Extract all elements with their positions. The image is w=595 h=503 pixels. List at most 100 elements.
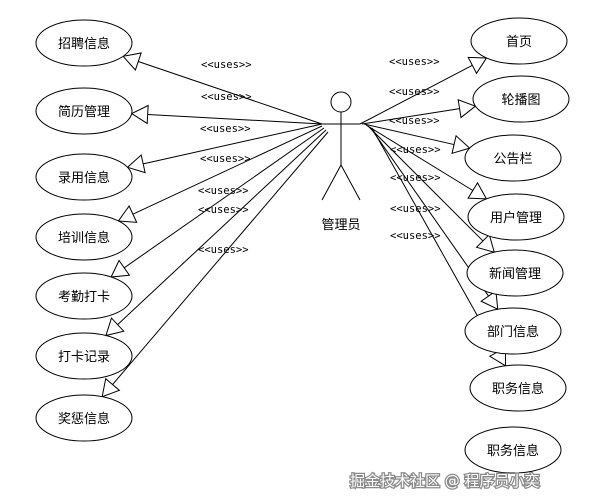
uses-labels: <<uses>> <<uses>> <<uses>> <<uses>> <<uses>>… (198, 56, 441, 256)
association-left-5 (110, 127, 325, 278)
uses-label-left-5: <<uses>> (198, 185, 249, 197)
use-case-right-4-label: 用户管理 (490, 210, 542, 226)
use-case-right-8: 职务信息 (464, 426, 562, 474)
use-case-right-6: 部门信息 (464, 307, 562, 355)
association-left-5-line (123, 127, 325, 269)
use-case-left-6-ellipse (35, 332, 133, 380)
association-left-7-line (112, 131, 329, 385)
use-case-left-5-ellipse (35, 272, 133, 320)
use-case-left-5: 考勤打卡 (35, 272, 133, 320)
association-left-1 (122, 52, 323, 125)
use-case-right-4-ellipse (467, 193, 565, 241)
uses-label-right-1: <<uses>> (389, 56, 440, 68)
use-case-right-4: 用户管理 (467, 193, 565, 241)
use-case-left-4: 培训信息 (35, 213, 133, 261)
uses-label-left-7: <<uses>> (198, 244, 249, 256)
use-case-right-2-label: 轮播图 (501, 93, 540, 108)
association-right-2-arrowhead (457, 98, 477, 119)
use-case-left-1-label: 招聘信息 (58, 36, 110, 52)
association-left-7 (101, 131, 329, 398)
use-case-right-3-label: 公告栏 (493, 152, 532, 167)
use-case-left-1-ellipse (35, 19, 133, 67)
association-left-2-line (147, 113, 323, 125)
use-case-left-7-ellipse (35, 394, 133, 442)
association-right-4-line (365, 124, 474, 191)
association-left-2 (130, 104, 323, 125)
use-case-left-7-label: 奖惩信息 (58, 411, 110, 427)
uses-label-left-6: <<uses>> (198, 204, 249, 216)
association-left-4-line (132, 125, 323, 215)
use-case-left-4-ellipse (35, 213, 133, 261)
uses-label-left-1: <<uses>> (201, 59, 252, 71)
uses-label-right-2: <<uses>> (389, 86, 440, 98)
association-left-6 (105, 129, 327, 337)
association-right-2-line (361, 108, 460, 125)
use-case-right-5-ellipse (466, 249, 564, 297)
association-right-7-line (371, 127, 499, 353)
use-case-right-7-ellipse (469, 364, 567, 412)
use-case-right-6-label: 部门信息 (487, 324, 539, 340)
association-right-5 (367, 125, 495, 253)
uses-label-right-6: <<uses>> (390, 203, 441, 215)
use-case-left-3-label: 录用信息 (58, 170, 110, 186)
use-case-left-7: 奖惩信息 (35, 394, 133, 442)
use-case-left-4-label: 培训信息 (58, 230, 110, 246)
use-case-left-5-label: 考勤打卡 (58, 290, 110, 305)
association-right-3-arrowhead (451, 134, 471, 155)
use-case-right-6-ellipse (464, 307, 562, 355)
uses-label-left-2: <<uses>> (201, 91, 252, 103)
association-left-5-arrowhead (110, 259, 131, 278)
association-left-6-line (117, 129, 327, 325)
use-case-right-8-ellipse (464, 426, 562, 474)
association-left-6-arrowhead (105, 317, 125, 337)
association-left-1-line (138, 61, 323, 125)
association-left-1-arrowhead (122, 52, 142, 71)
association-left-4 (117, 125, 323, 223)
association-right-3 (363, 123, 471, 155)
association-right-4 (365, 124, 488, 200)
use-case-left-1: 招聘信息 (35, 19, 133, 67)
association-right-5-line (367, 125, 484, 242)
association-right-1-line (359, 64, 473, 125)
watermark-text: 掘金技术社区 @ 程序员小奕 (350, 472, 540, 490)
association-left-7-arrowhead (101, 377, 121, 398)
use-case-right-2: 轮播图 (472, 75, 570, 123)
association-right-1 (359, 56, 488, 125)
uses-label-right-7: <<uses>> (390, 230, 441, 242)
use-case-right-7: 职务信息 (469, 364, 567, 412)
association-right-5-arrowhead (475, 233, 495, 253)
uses-label-right-3: <<uses>> (389, 115, 440, 127)
use-case-right-2-ellipse (472, 75, 570, 123)
association-right-1-arrowhead (467, 56, 488, 75)
use-case-left-3-ellipse (35, 153, 133, 201)
association-right-4-arrowhead (467, 181, 488, 200)
use-case-right-5-label: 新闻管理 (489, 266, 541, 282)
use-case-right-8-label: 职务信息 (487, 443, 539, 459)
association-right-6-arrowhead (480, 290, 499, 311)
uses-label-right-5: <<uses>> (390, 172, 441, 184)
use-case-right-1: 首页 (470, 17, 568, 65)
actor-right-leg (340, 164, 361, 201)
actor-admin: 管理员 (321, 91, 361, 233)
use-case-left-6-label: 打卡记录 (58, 350, 110, 365)
uses-label-right-4: <<uses>> (390, 144, 441, 156)
watermark: 掘金技术社区 @ 程序员小奕 (349, 471, 541, 492)
association-right-3-line (363, 123, 455, 146)
association-lines (101, 52, 507, 398)
association-left-3-line (143, 123, 323, 165)
association-left-3-arrowhead (126, 154, 146, 174)
association-right-2 (361, 98, 477, 125)
use-cases: 招聘信息简历管理录用信息培训信息考勤打卡打卡记录奖惩信息首页轮播图公告栏用户管理… (35, 17, 570, 474)
use-case-right-7-label: 职务信息 (492, 381, 544, 397)
use-case-left-3: 录用信息 (35, 153, 133, 201)
actor-head (330, 91, 352, 113)
use-case-right-1-ellipse (470, 17, 568, 65)
use-case-right-3-ellipse (464, 134, 562, 182)
uses-label-left-4: <<uses>> (200, 153, 251, 165)
use-case-right-1-label: 首页 (506, 35, 532, 50)
actor-name: 管理员 (321, 218, 360, 233)
association-left-3 (126, 123, 323, 174)
use-case-right-3: 公告栏 (464, 134, 562, 182)
association-left-4-arrowhead (117, 205, 138, 223)
